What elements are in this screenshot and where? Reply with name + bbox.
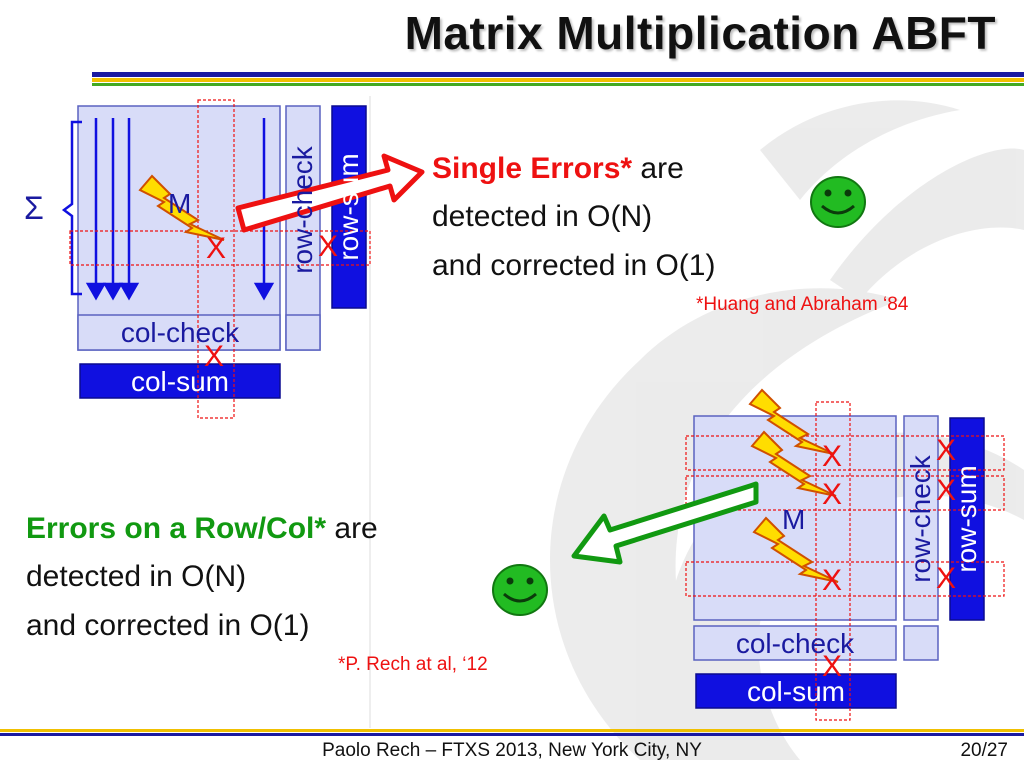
top-col-check-box	[77, 314, 281, 351]
bottom-col-sum-box	[695, 673, 897, 709]
top-col-sum-box	[79, 363, 281, 399]
top-row-check-error-mark: X	[318, 230, 339, 263]
row-col-errors-line2: detected in O(N)	[26, 560, 247, 593]
bottom-error-col-highlight	[815, 401, 851, 721]
single-errors-line2: detected in O(N)	[432, 200, 653, 233]
header-rule-green	[92, 83, 1024, 86]
bottom-row-check-error-mark-3: X	[936, 562, 957, 595]
bottom-error-row-highlight-3	[685, 561, 1005, 597]
row-col-errors-reference: *P. Rech at al, ‘12	[338, 654, 488, 675]
top-error-row-highlight	[69, 230, 371, 266]
bottom-row-sum-box	[949, 417, 985, 621]
slide-footer: Paolo Rech – FTXS 2013, New York City, N…	[322, 740, 702, 761]
bottom-corner-box	[903, 625, 939, 661]
sigma-label: Σ	[24, 190, 44, 226]
bottom-error-mark-2: X	[822, 478, 843, 511]
red-pointer-arrow-icon	[235, 153, 425, 233]
header-rule-blue	[92, 72, 1024, 77]
single-errors-line3: and corrected in O(1)	[432, 249, 716, 282]
sum-brace-icon	[61, 120, 82, 296]
single-errors-line1: Single Errors* are	[432, 146, 684, 191]
row-col-errors-lead: Errors on a Row/Col*	[26, 512, 327, 545]
slide-title: Matrix Multiplication ABFT	[404, 7, 996, 59]
bottom-col-check-error-mark: X	[822, 650, 843, 683]
top-row-sum-box	[331, 105, 367, 309]
single-errors-lead: Single Errors*	[432, 152, 633, 185]
bottom-matrix-box	[693, 415, 897, 621]
footer-rule-yellow	[0, 729, 1024, 732]
top-corner-box	[285, 314, 321, 351]
top-error-mark: X	[206, 232, 227, 265]
lightning-icon	[138, 174, 225, 241]
lightning-icons	[748, 388, 839, 583]
top-col-sum-label: col-sum	[130, 366, 229, 397]
bottom-row-check-label: row-check	[905, 455, 936, 583]
bottom-col-check-label: col-check	[735, 628, 855, 659]
lightning-icon	[748, 388, 835, 455]
top-column-arrows	[85, 118, 275, 301]
lightning-icon	[750, 430, 837, 497]
top-row-check-box	[285, 105, 321, 351]
bottom-row-check-error-mark-1: X	[936, 434, 957, 467]
top-matrix-label: M	[168, 188, 192, 219]
header-rule-yellow	[92, 78, 1024, 82]
bottom-error-mark-3: X	[822, 564, 843, 597]
row-col-errors-rest: are	[326, 512, 378, 545]
green-pointer-arrow-icon	[571, 481, 759, 565]
top-col-check-label: col-check	[120, 317, 240, 348]
bottom-matrix-label: M	[782, 504, 806, 535]
row-col-errors-line1: Errors on a Row/Col* are	[26, 506, 378, 551]
single-errors-rest: are	[632, 152, 684, 185]
page-number: 20/27	[960, 740, 1008, 761]
lightning-icon	[752, 516, 839, 583]
bottom-row-check-error-mark-2: X	[936, 474, 957, 507]
row-col-errors-line3: and corrected in O(1)	[26, 609, 310, 642]
bottom-col-sum-label: col-sum	[746, 676, 845, 707]
bottom-row-check-box	[903, 415, 939, 621]
single-errors-reference: *Huang and Abraham ‘84	[696, 294, 909, 315]
smiley-icon	[492, 564, 548, 616]
top-col-check-error-mark: X	[204, 340, 225, 373]
top-error-col-highlight	[197, 99, 235, 419]
bottom-col-check-box	[693, 625, 897, 661]
footer-rule-blue	[0, 733, 1024, 736]
smiley-icon	[810, 176, 866, 228]
bottom-error-row-highlight-2	[685, 475, 1005, 511]
bottom-error-row-highlight-1	[685, 435, 1005, 471]
bottom-error-mark-1: X	[822, 440, 843, 473]
